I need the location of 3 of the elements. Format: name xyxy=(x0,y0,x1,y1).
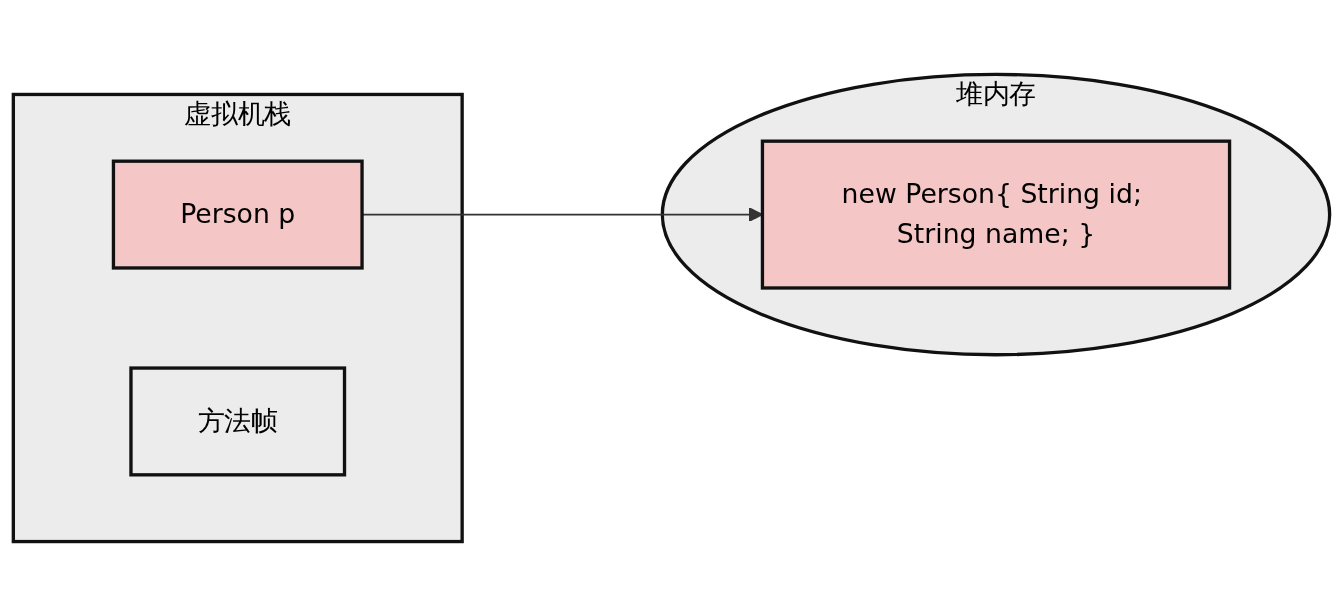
node-box: Person p xyxy=(111,159,364,270)
node-box: 方法帧 xyxy=(129,366,347,477)
node-box: new Person{ String id; String name; } xyxy=(760,139,1232,290)
